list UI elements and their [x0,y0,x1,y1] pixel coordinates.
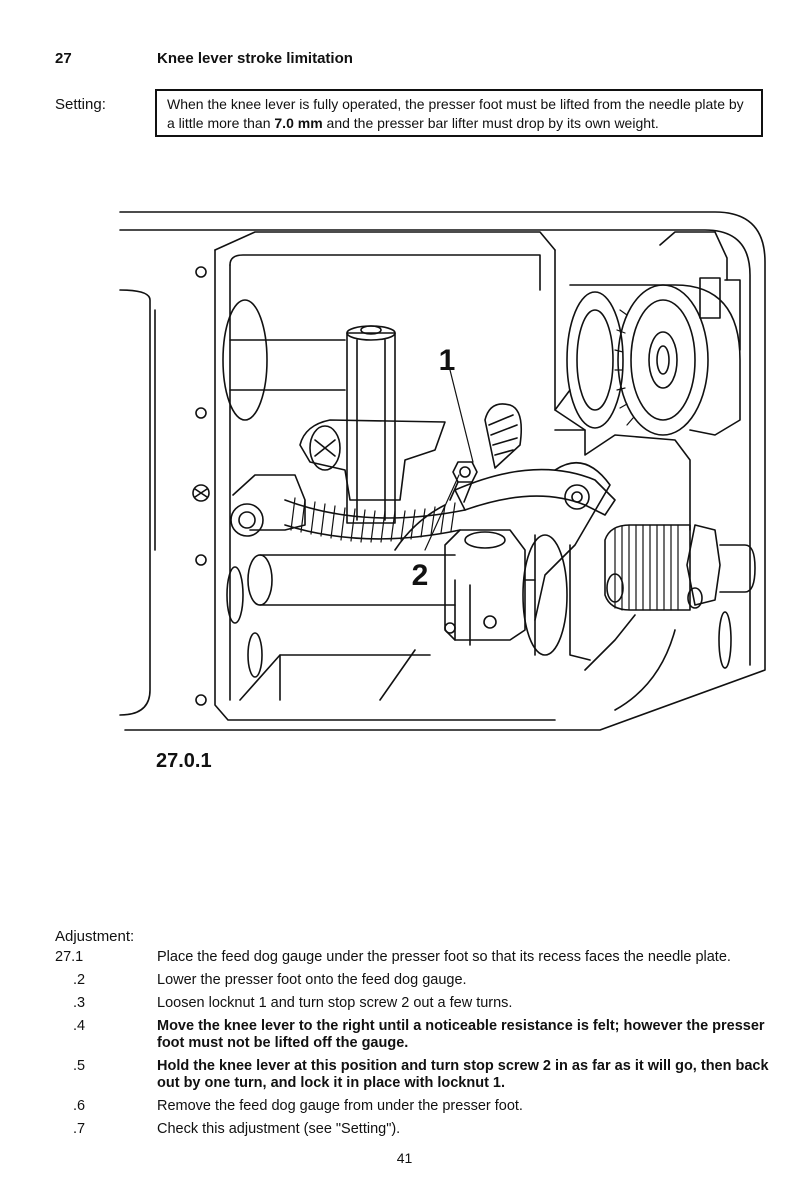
step-item: .7 Check this adjustment (see "Setting")… [55,1121,775,1138]
step-number: .5 [73,1058,86,1074]
setting-value: 7.0 mm [274,115,323,131]
step-item: .6 Remove the feed dog gauge from under … [55,1098,775,1115]
callout-2: 2 [412,559,429,592]
page-number: 41 [396,1150,413,1166]
step-item: .5 Hold the knee lever at this position … [55,1058,775,1092]
step-number: .6 [73,1098,86,1114]
step-text: Lower the presser foot onto the feed dog… [157,972,467,988]
section-title: Knee lever stroke limitation [157,50,353,67]
step-number: .7 [73,1121,86,1137]
step-text: Remove the feed dog gauge from under the… [157,1098,523,1114]
step-text: Hold the knee lever at this position and… [157,1058,769,1091]
setting-text-after: and the presser bar lifter must drop by … [322,115,659,131]
step-item: .4 Move the knee lever to the right unti… [55,1018,775,1052]
step-item: .3 Loosen locknut 1 and turn stop screw … [55,995,775,1012]
setting-box: When the knee lever is fully operated, t… [155,89,763,137]
mechanism-illustration: 1 2 [119,211,766,731]
step-item: 27.1 Place the feed dog gauge under the … [55,949,775,966]
section-number: 27 [55,50,72,67]
adjustment-steps: 27.1 Place the feed dog gauge under the … [55,949,775,1144]
step-text: Loosen locknut 1 and turn stop screw 2 o… [157,995,513,1011]
setting-label: Setting: [55,96,106,113]
step-text: Place the feed dog gauge under the press… [157,949,731,965]
step-item: .2 Lower the presser foot onto the feed … [55,972,775,989]
step-number: 27.1 [55,949,84,965]
step-number: .3 [73,995,86,1011]
adjustment-label: Adjustment: [55,928,135,945]
step-text: Check this adjustment (see "Setting"). [157,1121,401,1137]
setting-text-before: When the knee lever is fully operated, t… [167,96,744,131]
step-number: .4 [73,1018,86,1034]
step-text: Move the knee lever to the right until a… [157,1018,765,1051]
figure-caption: 27.0.1 [156,750,212,772]
step-number: .2 [73,972,86,988]
callout-1: 1 [439,344,456,377]
